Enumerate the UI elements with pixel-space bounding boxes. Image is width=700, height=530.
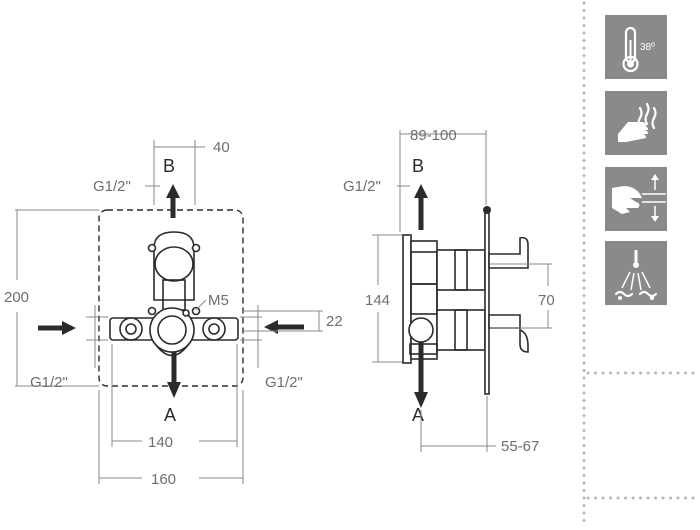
dim-55-67: 55-67 <box>501 438 539 455</box>
dim-thread-right: G1/2" <box>265 374 303 391</box>
dim-200: 200 <box>4 289 29 306</box>
dim-140: 140 <box>148 434 173 451</box>
dim-144: 144 <box>365 292 390 309</box>
front-port-b: B <box>163 156 175 176</box>
shower-mode-icon <box>605 241 667 305</box>
dim-m5: M5 <box>208 292 229 309</box>
dim-89-100: 89-100 <box>410 127 457 144</box>
side-port-a: A <box>412 405 424 425</box>
thermometer-icon: 38º <box>605 15 667 79</box>
dim-thread-top: G1/2" <box>93 178 131 195</box>
front-view: 200 40 G1/2" B A <box>4 139 343 488</box>
hand-flow-icon <box>605 167 667 231</box>
side-view: 89-100 G1/2" B 144 A <box>343 127 555 455</box>
side-port-b: B <box>412 156 424 176</box>
thermometer-label: 38º <box>640 42 655 53</box>
dim-thread-left: G1/2" <box>30 374 68 391</box>
dim-70: 70 <box>538 292 555 309</box>
dim-160: 160 <box>151 471 176 488</box>
front-port-a: A <box>164 405 176 425</box>
side-dim-thread: G1/2" <box>343 178 381 195</box>
dim-22: 22 <box>326 313 343 330</box>
dim-40: 40 <box>213 139 230 156</box>
hand-heat-icon <box>605 91 667 155</box>
